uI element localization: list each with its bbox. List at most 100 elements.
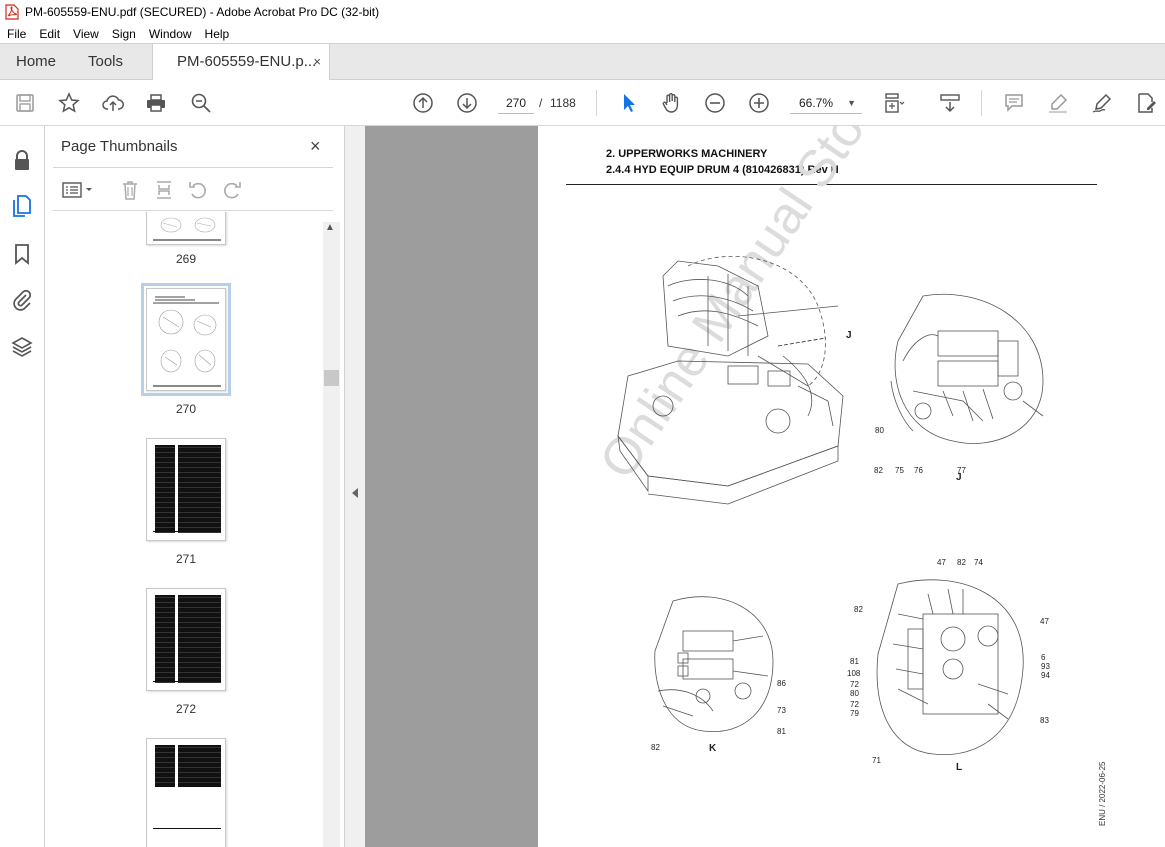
menu-help[interactable]: Help [204,26,230,41]
panel-divider [53,210,333,211]
part-number-label: 80 [875,426,884,435]
page-total: 1188 [550,96,576,110]
menu-view[interactable]: View [73,26,99,41]
menu-sign[interactable]: Sign [111,26,136,41]
part-number-label: 82 [957,558,966,567]
page-fit-icon[interactable] [882,91,906,115]
scroll-up-icon[interactable]: ▲ [325,222,335,233]
figure-letter-j: J [956,472,962,483]
select-cursor-icon[interactable] [616,91,640,115]
part-number-label: 72 [850,700,859,709]
close-panel-icon[interactable]: × [310,136,321,156]
panel-title: Page Thumbnails [61,138,178,155]
heading-rule [566,184,1097,185]
lock-icon[interactable] [11,148,33,172]
pdf-page: 2. UPPERWORKS MACHINERY 2.4.4 HYD EQUIP … [538,126,1165,847]
zoom-in-icon[interactable] [747,91,771,115]
collapse-panel-arrow-icon[interactable] [352,488,358,498]
page-thumbnail[interactable] [146,212,226,245]
main-toolbar: / 1188 66.7% ▼ [0,80,1165,126]
part-number-label: 72 [850,680,859,689]
thumbnail-page-number: 269 [175,252,197,266]
page-separator: / [539,96,543,110]
attachment-paperclip-icon[interactable] [11,288,33,312]
next-page-icon[interactable] [455,91,479,115]
zoom-level-dropdown[interactable]: 66.7% ▼ [790,92,862,114]
rotate-left-icon[interactable] [187,179,209,201]
thumbnail-page-number: 271 [175,552,197,566]
close-tab-icon[interactable]: × [313,54,321,69]
figure-detail-j [890,294,1044,444]
highlight-pen-icon[interactable] [1046,91,1070,115]
part-number-label: 80 [850,689,859,698]
toolbar-divider [596,90,597,116]
document-date-code: ENU / 2022-06-25 [1098,761,1107,826]
page-thumbnail[interactable] [146,738,226,847]
save-icon[interactable] [13,91,37,115]
part-number-label: 71 [872,756,881,765]
figure-detail-l [876,579,1024,756]
part-number-label: 76 [914,466,923,475]
page-number-input[interactable] [498,92,534,114]
figure-letter-l: L [956,762,963,773]
section-heading: 2. UPPERWORKS MACHINERY [606,148,768,160]
part-number-label: 75 [895,466,904,475]
zoom-search-icon[interactable] [189,91,213,115]
part-number-label: 81 [777,727,786,736]
tab-document[interactable]: PM-605559-ENU.p... × [152,44,330,81]
menu-window[interactable]: Window [148,26,192,41]
edit-pdf-icon[interactable] [1134,91,1158,115]
bookmark-star-icon[interactable] [57,91,81,115]
scrollbar-thumb[interactable] [324,370,339,386]
part-number-label: 47 [937,558,946,567]
tab-tools[interactable]: Tools [88,53,124,70]
part-number-label: 77 [957,466,966,475]
sign-pen-icon[interactable] [1090,91,1114,115]
part-number-label: 73 [777,706,786,715]
thumbnails-scrollbar[interactable] [323,222,340,847]
thumbnail-footer-rule [153,531,221,532]
thumbnail-table-preview [155,745,221,787]
tab-home[interactable]: Home [16,53,57,70]
page-thumbnail-selected[interactable] [141,283,231,396]
document-viewport[interactable]: 2. UPPERWORKS MACHINERY 2.4.4 HYD EQUIP … [365,126,1165,847]
acrobat-pdf-icon [5,4,19,20]
thumbnail-options-icon[interactable] [61,179,95,201]
part-number-label: 82 [651,743,660,752]
menu-file[interactable]: File [7,26,27,41]
part-number-label: 93 [1041,662,1050,671]
bookmarks-icon[interactable] [11,242,33,266]
figure-callout-j: J [846,330,852,341]
tab-bar: Home Tools PM-605559-ENU.p... × [0,43,1165,81]
part-number-label: 82 [874,466,883,475]
menu-edit[interactable]: Edit [39,26,61,41]
rotate-right-icon[interactable] [221,179,243,201]
extract-pages-icon[interactable] [153,179,175,201]
page-thumbnails-panel: Page Thumbnails × 269 270 [45,126,345,847]
thumbnail-footer-rule [153,828,221,829]
page-thumbnail[interactable] [146,588,226,691]
upload-cloud-icon[interactable] [101,91,125,115]
comment-icon[interactable] [1002,91,1026,115]
page-thumbnail[interactable] [146,438,226,541]
previous-page-icon[interactable] [411,91,435,115]
hand-tool-icon[interactable] [659,91,683,115]
part-number-label: 108 [847,669,861,678]
thumbnails-toolbar [53,170,333,208]
panel-splitter[interactable] [345,126,365,847]
print-icon[interactable] [144,91,168,115]
part-number-label: 82 [854,605,863,614]
scroll-mode-icon[interactable] [938,91,962,115]
thumbnail-footer-rule [153,681,221,682]
part-number-label: 94 [1041,671,1050,680]
zoom-level-value: 66.7% [799,96,834,110]
page-thumbnails-icon[interactable] [11,194,33,218]
window-title: PM-605559-ENU.pdf (SECURED) - Adobe Acro… [25,5,380,19]
thumbnail-table-preview [155,595,221,683]
layers-icon[interactable] [11,335,33,359]
part-number-label: 83 [1040,716,1049,725]
subsection-heading: 2.4.4 HYD EQUIP DRUM 4 (810426831) Rev H [606,164,839,176]
delete-page-icon[interactable] [119,179,141,201]
zoom-out-icon[interactable] [703,91,727,115]
thumbnail-page-number: 270 [175,402,197,416]
